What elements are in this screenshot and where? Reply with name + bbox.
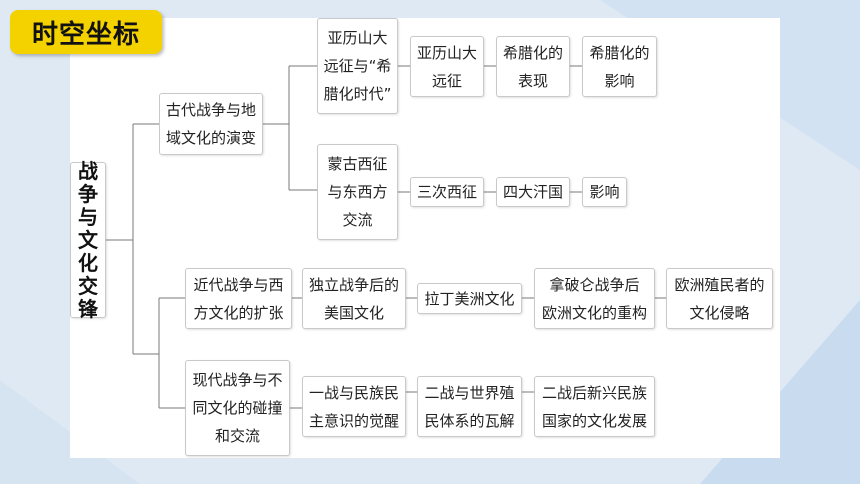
contemporary-item-1: 一战与民族民 主意识的觉醒	[302, 376, 406, 437]
mongol-item-3: 影响	[582, 177, 627, 207]
section-badge: 时空坐标	[10, 10, 162, 54]
alexander-item-3: 希腊化的 影响	[582, 36, 657, 97]
modern-item-1: 独立战争后的 美国文化	[302, 268, 406, 329]
root-node: 战 争 与 文 化 交 锋	[70, 159, 106, 320]
sub-alexander: 亚历山大 远征与“希 腊化时代”	[317, 18, 398, 114]
mongol-item-1: 三次西征	[410, 177, 484, 207]
modern-item-4: 欧洲殖民者的 文化侵略	[666, 268, 773, 329]
branch-contemporary-wars: 现代战争与不 同文化的碰撞 和交流	[185, 360, 290, 456]
modern-item-3: 拿破仑战争后 欧洲文化的重构	[534, 268, 655, 329]
alexander-item-2: 希腊化的 表现	[496, 36, 570, 97]
contemporary-item-2: 二战与世界殖 民体系的瓦解	[417, 376, 522, 437]
modern-item-2: 拉丁美洲文化	[417, 283, 522, 314]
mongol-item-2: 四大汗国	[496, 177, 570, 207]
branch-ancient-wars: 古代战争与地 域文化的演变	[159, 93, 263, 155]
contemporary-item-3: 二战后新兴民族 国家的文化发展	[534, 376, 655, 437]
branch-modern-wars: 近代战争与西 方文化的扩张	[185, 268, 292, 329]
alexander-item-1: 亚历山大 远征	[410, 36, 484, 97]
sub-mongol: 蒙古西征 与东西方 交流	[317, 144, 398, 240]
